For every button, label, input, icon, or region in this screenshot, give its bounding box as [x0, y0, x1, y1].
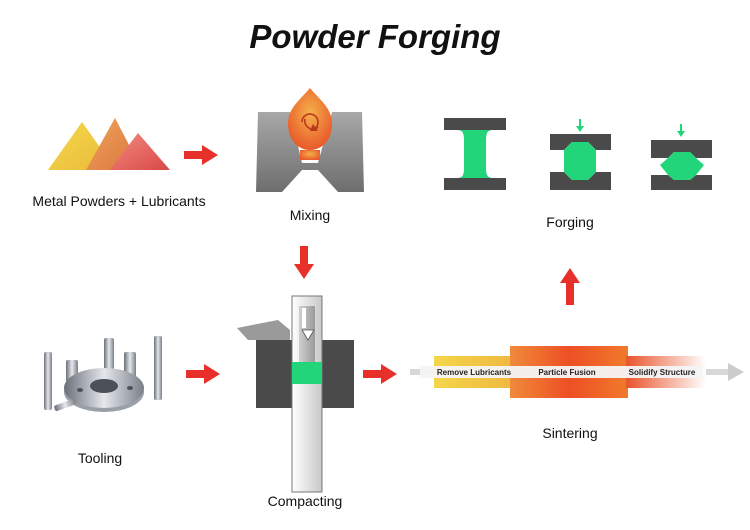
forging-stage-2 — [550, 119, 611, 190]
stage-solidify-structure: Solidify Structure — [629, 368, 696, 377]
mixer-icon — [256, 88, 364, 192]
arrow-right-2 — [186, 364, 220, 384]
powder-piles-icon — [48, 118, 170, 170]
stage-particle-fusion: Particle Fusion — [538, 368, 595, 377]
stage-remove-lubricants: Remove Lubricants — [437, 368, 512, 377]
label-mixing: Mixing — [289, 207, 331, 223]
label-forging: Forging — [546, 214, 594, 230]
forging-stage-3 — [651, 124, 712, 190]
tooling-icon — [44, 336, 162, 412]
diagram-title: Powder Forging — [249, 18, 501, 55]
label-sintering: Sintering — [542, 425, 598, 441]
arrow-right-3 — [363, 364, 397, 384]
sintering-furnace-icon: Remove Lubricants Particle Fusion Solidi… — [410, 346, 744, 398]
label-powders: Metal Powders + Lubricants — [32, 193, 206, 209]
forging-stage-1 — [444, 118, 506, 190]
label-compacting: Compacting — [267, 493, 343, 509]
label-tooling: Tooling — [77, 450, 123, 466]
compacting-press-icon — [237, 295, 354, 493]
arrow-right-1 — [184, 145, 218, 165]
arrow-down-1 — [294, 246, 314, 279]
arrow-up-1 — [560, 268, 580, 305]
